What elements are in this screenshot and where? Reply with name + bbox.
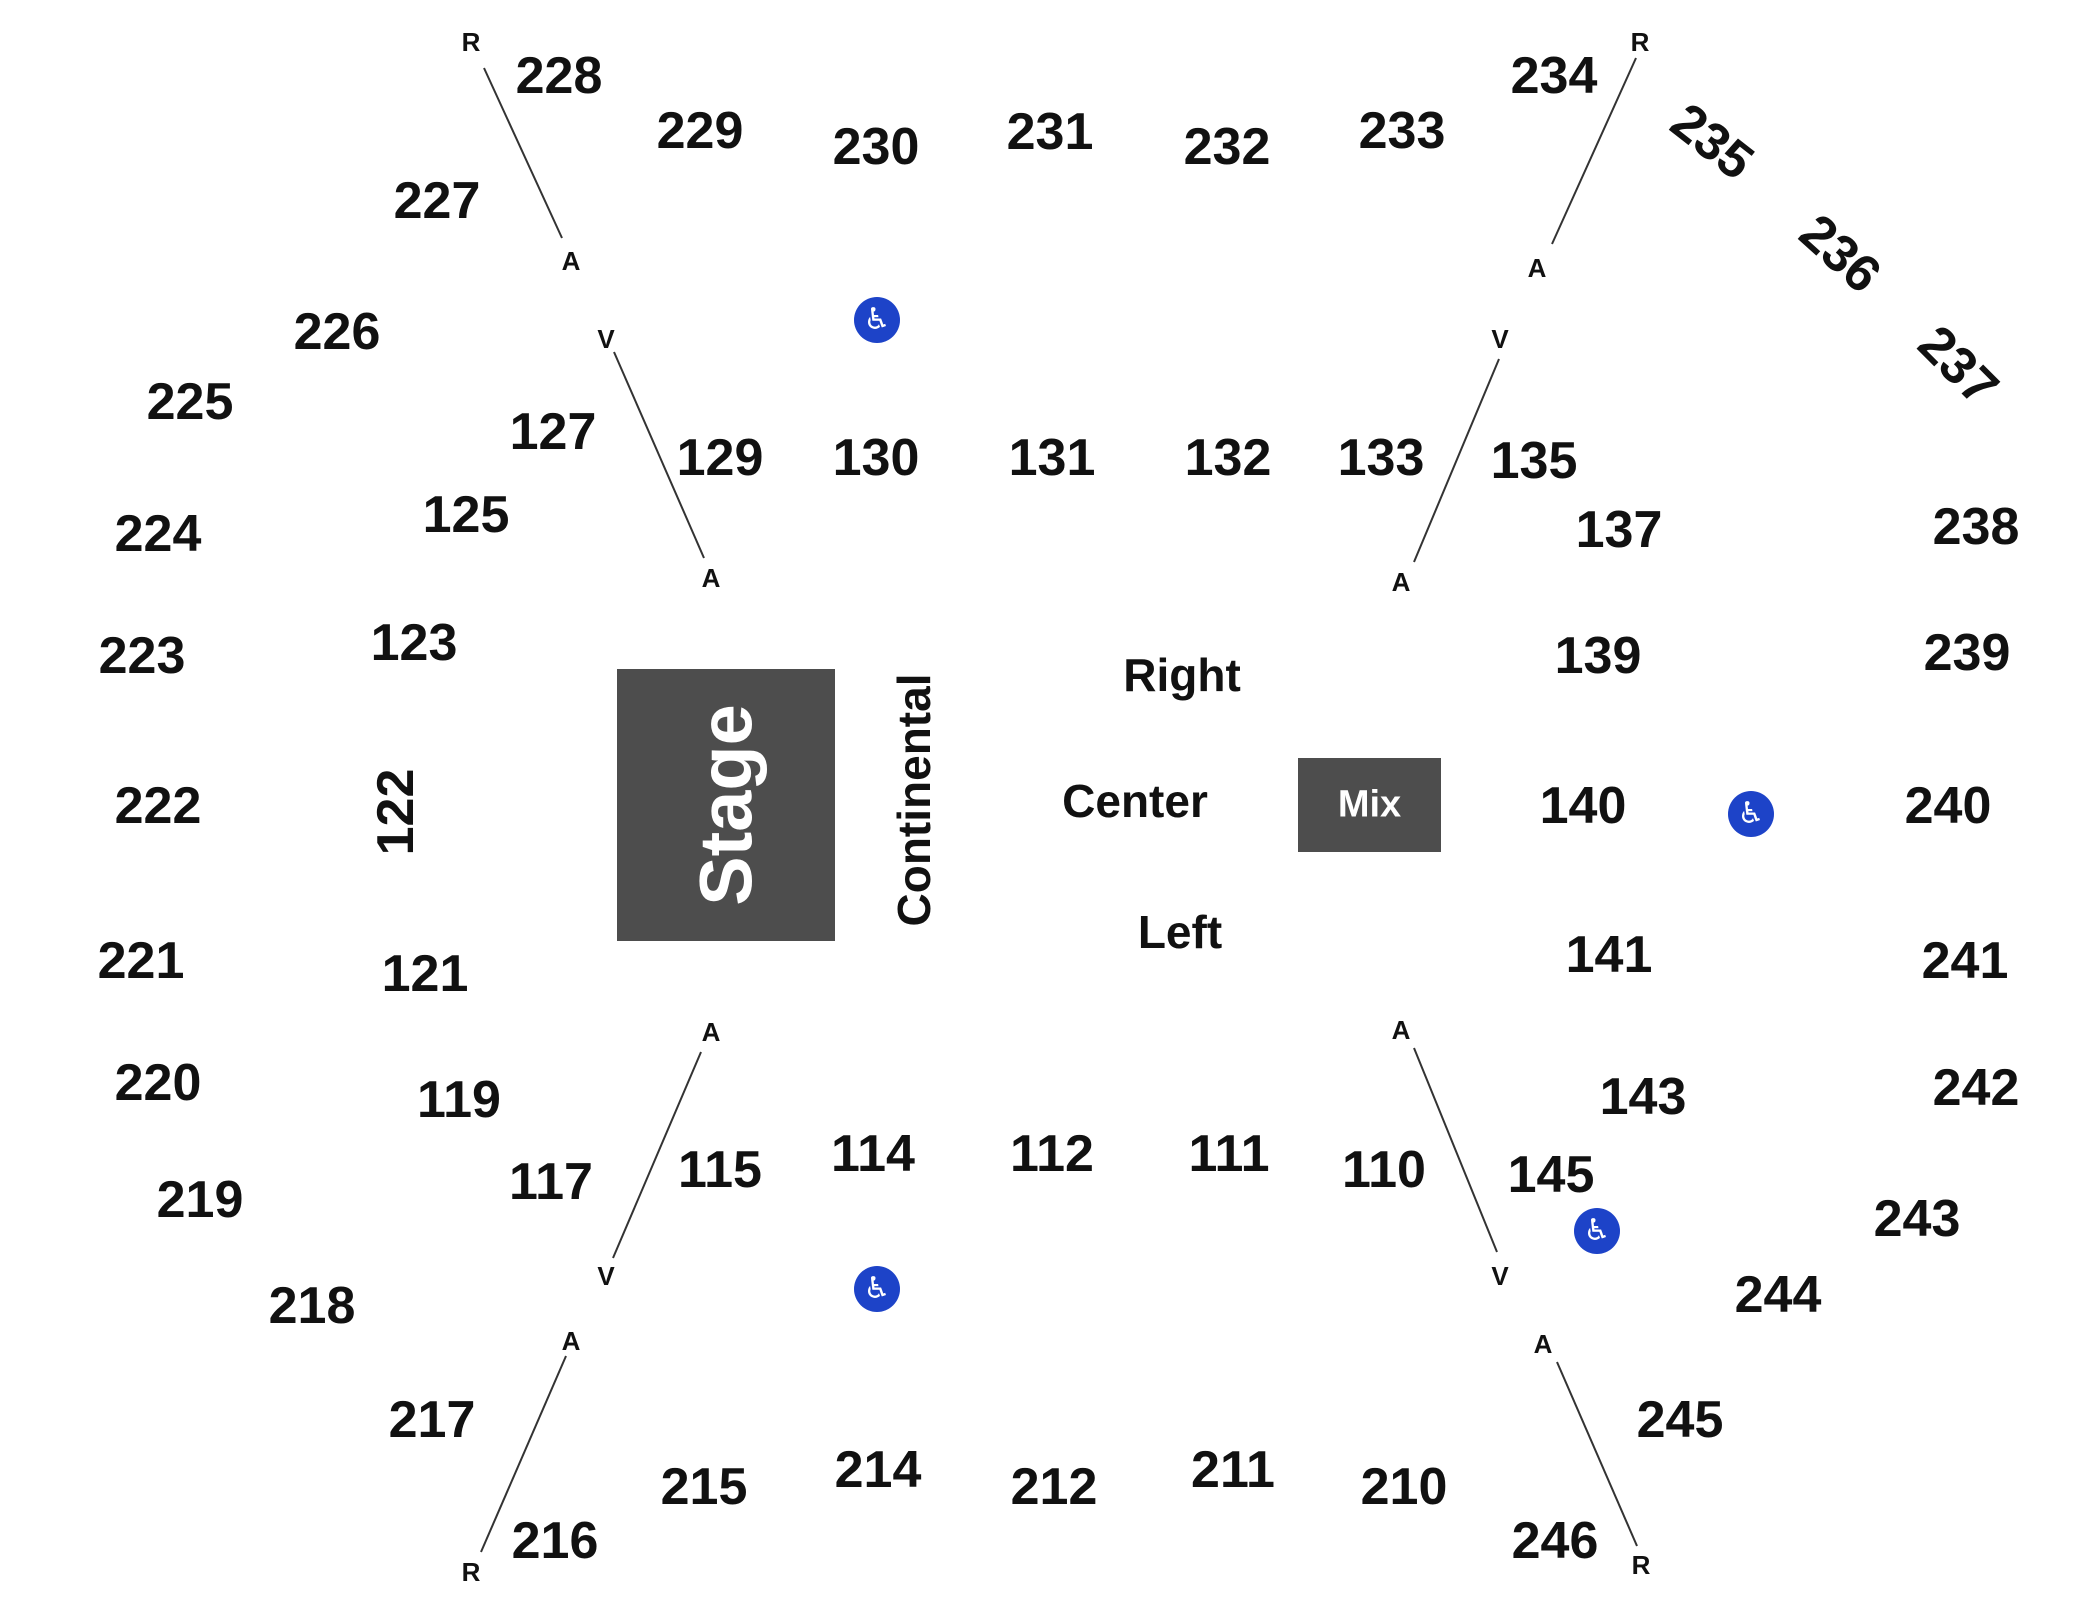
section-219[interactable]: 219 (156, 1171, 244, 1229)
section-117[interactable]: 117 (509, 1153, 593, 1211)
section-119[interactable]: 119 (417, 1071, 501, 1129)
aisle-line-se-upper (1413, 1047, 1498, 1253)
aisle-label-a: A (1533, 1329, 1553, 1359)
section-240[interactable]: 240 (1904, 777, 1992, 835)
section-114[interactable]: 114 (831, 1125, 915, 1183)
section-143[interactable]: 143 (1599, 1068, 1687, 1126)
section-230[interactable]: 230 (832, 118, 920, 176)
section-214[interactable]: 214 (834, 1441, 922, 1499)
wheelchair-icon: ♿ (854, 1266, 900, 1312)
section-217[interactable]: 217 (388, 1391, 476, 1449)
aisle-label-r: R (1630, 27, 1650, 57)
section-130[interactable]: 130 (832, 429, 920, 487)
aisle-line-se-lower (1556, 1361, 1638, 1547)
mix-label: Mix (1337, 783, 1402, 826)
aisle-label-a: A (1391, 567, 1411, 597)
aisle-label-r: R (461, 1557, 481, 1587)
section-115[interactable]: 115 (678, 1141, 762, 1199)
section-229[interactable]: 229 (656, 102, 744, 160)
section-123[interactable]: 123 (370, 614, 458, 672)
aisle-label-a: A (1527, 253, 1547, 283)
section-224[interactable]: 224 (114, 505, 202, 563)
section-212[interactable]: 212 (1010, 1458, 1098, 1516)
wheelchair-icon: ♿ (1574, 1208, 1620, 1254)
aisle-label-a: A (561, 1326, 581, 1356)
section-129[interactable]: 129 (676, 429, 764, 487)
section-122[interactable]: 122 (367, 768, 425, 856)
section-239[interactable]: 239 (1923, 624, 2011, 682)
aisle-label-v: V (1491, 324, 1509, 354)
section-232[interactable]: 232 (1183, 118, 1271, 176)
zone-center[interactable]: Center (1062, 775, 1208, 827)
aisle-label-a: A (701, 563, 721, 593)
section-137[interactable]: 137 (1575, 501, 1663, 559)
section-233[interactable]: 233 (1358, 102, 1446, 160)
section-223[interactable]: 223 (98, 627, 186, 685)
section-226[interactable]: 226 (293, 303, 381, 361)
section-220[interactable]: 220 (114, 1054, 202, 1112)
section-225[interactable]: 225 (146, 373, 234, 431)
section-211[interactable]: 211 (1191, 1441, 1275, 1499)
section-244[interactable]: 244 (1734, 1266, 1822, 1324)
section-242[interactable]: 242 (1932, 1059, 2020, 1117)
aisle-line-nw-lower (613, 351, 705, 559)
continental-label: Continental (888, 673, 940, 927)
section-245[interactable]: 245 (1636, 1391, 1724, 1449)
aisle-line-sw-upper (612, 1051, 702, 1259)
aisle-line-ne-upper (1551, 57, 1637, 245)
wheelchair-icon: ♿ (1728, 791, 1774, 837)
section-246[interactable]: 246 (1511, 1512, 1599, 1570)
stage-label: Stage (684, 704, 768, 906)
section-132[interactable]: 132 (1184, 429, 1272, 487)
section-221[interactable]: 221 (97, 932, 185, 990)
aisle-label-a: A (561, 246, 581, 276)
section-145[interactable]: 145 (1507, 1146, 1595, 1204)
section-227[interactable]: 227 (393, 172, 481, 230)
zone-left[interactable]: Left (1137, 906, 1223, 958)
section-140[interactable]: 140 (1539, 777, 1627, 835)
aisle-label-a: A (1391, 1015, 1411, 1045)
section-121[interactable]: 121 (381, 945, 469, 1003)
aisle-line-sw-lower (480, 1355, 567, 1553)
section-135[interactable]: 135 (1490, 432, 1578, 490)
section-234[interactable]: 234 (1510, 47, 1598, 105)
aisle-label-r: R (461, 27, 481, 57)
section-228[interactable]: 228 (515, 47, 603, 105)
stage-block: Stage (617, 669, 835, 941)
zone-right[interactable]: Right (1123, 649, 1241, 701)
section-238[interactable]: 238 (1932, 498, 2020, 556)
section-133[interactable]: 133 (1337, 429, 1425, 487)
section-222[interactable]: 222 (114, 777, 202, 835)
aisle-label-v: V (1491, 1261, 1509, 1291)
section-110[interactable]: 110 (1342, 1141, 1426, 1199)
section-210[interactable]: 210 (1360, 1458, 1448, 1516)
aisle-label-v: V (597, 324, 615, 354)
aisle-line-ne-lower (1413, 358, 1500, 563)
aisle-label-r: R (1631, 1550, 1651, 1580)
section-125[interactable]: 125 (422, 486, 510, 544)
section-243[interactable]: 243 (1873, 1190, 1961, 1248)
section-231[interactable]: 231 (1006, 103, 1094, 161)
section-127[interactable]: 127 (509, 403, 597, 461)
section-216[interactable]: 216 (511, 1512, 599, 1570)
section-111[interactable]: 111 (1188, 1125, 1270, 1183)
aisle-label-v: V (597, 1261, 615, 1291)
section-215[interactable]: 215 (660, 1458, 748, 1516)
section-218[interactable]: 218 (268, 1277, 356, 1335)
section-139[interactable]: 139 (1554, 627, 1642, 685)
aisle-label-a: A (701, 1017, 721, 1047)
section-241[interactable]: 241 (1921, 932, 2009, 990)
section-131[interactable]: 131 (1008, 429, 1096, 487)
aisle-line-nw-upper (483, 67, 563, 239)
section-112[interactable]: 112 (1010, 1125, 1094, 1183)
mix-booth: Mix (1298, 758, 1441, 852)
section-141[interactable]: 141 (1565, 926, 1653, 984)
wheelchair-icon: ♿ (854, 297, 900, 343)
